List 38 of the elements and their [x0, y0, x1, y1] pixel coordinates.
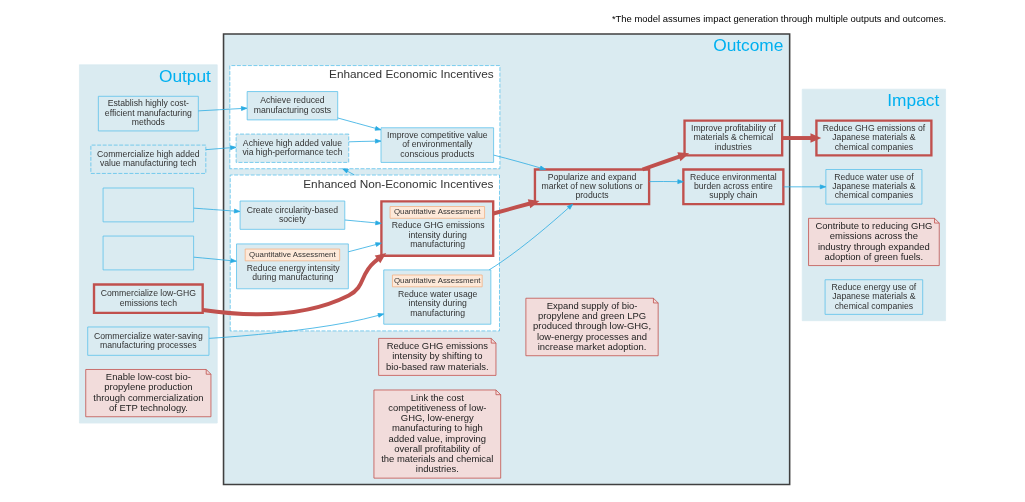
arrow	[648, 179, 684, 184]
node-box: Create circularity-based society	[239, 200, 346, 230]
arrow	[205, 145, 237, 151]
node-box: Reduce environmental burden across entire supply chain	[682, 168, 785, 206]
node-box: Improve profitability of materials & chemical industries	[683, 119, 784, 157]
arrow	[641, 152, 690, 172]
node-box	[102, 235, 194, 271]
node-box: Improve competitive value of environmentally conscious products	[380, 127, 494, 163]
node-box: Quantitative Assessment Reduce water usage intensity during manufacturing	[383, 269, 492, 325]
arrow	[348, 138, 382, 144]
node-box: Commercialize water-saving manufacturing processes	[87, 326, 210, 356]
arrow	[493, 154, 546, 171]
arrow	[202, 253, 387, 317]
arrow	[208, 313, 385, 339]
node-box: Achieve high added value via high-performance tech	[235, 133, 350, 163]
node-box: Commercialize low-GHG emissions tech	[92, 283, 204, 314]
arrow	[197, 106, 248, 112]
arrow	[344, 219, 382, 226]
arrow	[488, 203, 574, 271]
arrow	[782, 133, 822, 143]
node-box: Quantitative Assessment Reduce GHG emissions intensity during manufacturing	[380, 200, 495, 257]
node-box: Reduce GHG emissions of Japanese materials & chemical companies	[815, 119, 933, 157]
arrow	[492, 199, 540, 216]
node-box: Reduce water use of Japanese materials & chemical companies	[825, 169, 923, 205]
node-box: Establish highly cost-efficient manufacturing methods	[97, 95, 199, 132]
node-box: Achieve reduced manufacturing costs	[246, 91, 339, 121]
arrow	[342, 168, 355, 176]
arrow	[193, 256, 237, 263]
arrow	[193, 207, 241, 214]
node-box: Commercialize high added value manufacturing tech	[90, 144, 207, 174]
node-box: Quantitative Assessment Reduce energy intensity during manufacturing	[236, 243, 349, 290]
arrow	[348, 242, 382, 253]
arrow	[783, 184, 827, 190]
node-box: Popularize and expand market of new solutions or products	[533, 168, 651, 206]
node-box	[102, 187, 194, 223]
node-box: Reduce energy use of Japanese materials & chemical companies	[824, 279, 924, 315]
caption: *The model assumes impact generation through multiple outputs and outcomes.	[611, 12, 947, 24]
arrow	[337, 117, 382, 131]
